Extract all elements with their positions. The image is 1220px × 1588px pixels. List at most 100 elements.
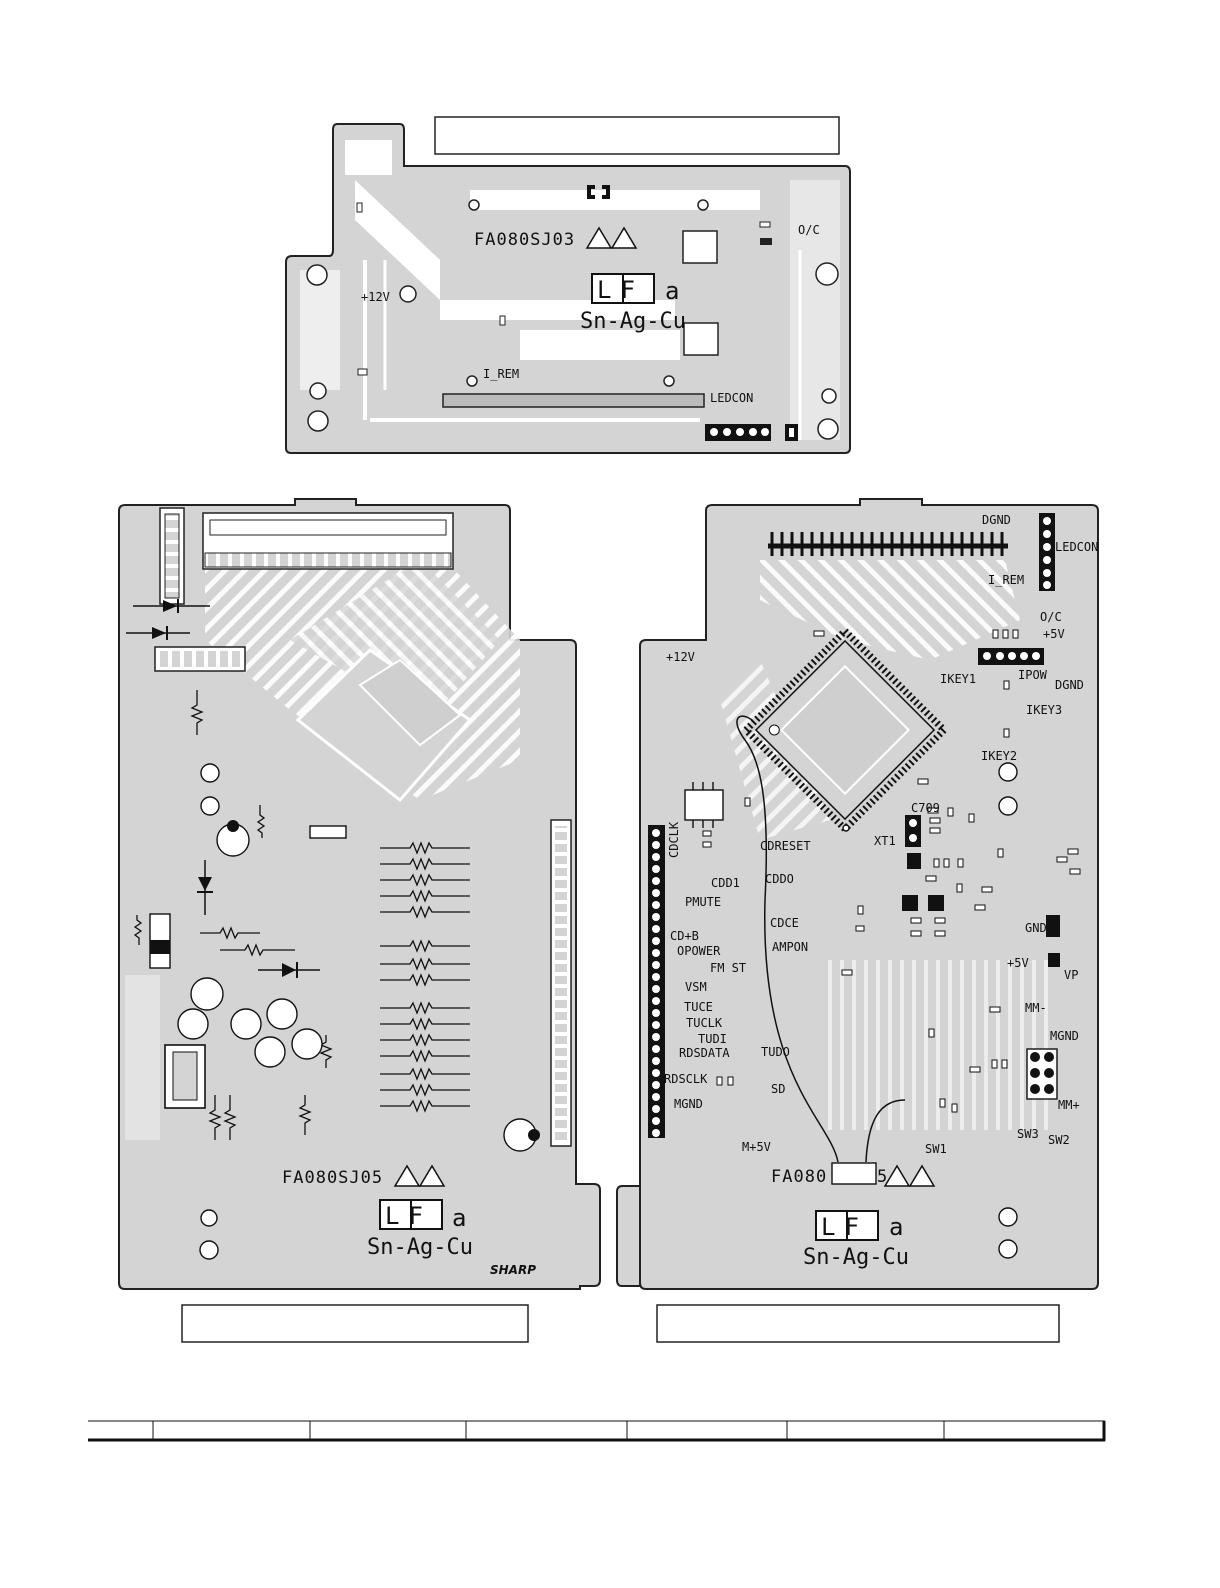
right-wire [736,715,839,1163]
diode-icon [126,599,320,978]
label-5v-2: +5V [1007,956,1029,970]
right-board: DGND LEDCON I_REM O/C +5V +12V IPOW IKEY… [616,498,1099,1290]
left-transistor-band [150,940,170,954]
top-hole [663,375,675,387]
warning-triangle-icon [393,1164,446,1187]
top-copper-f [300,270,340,390]
top-jumper-symbol [587,185,610,199]
left-top-connector-inner [209,519,447,536]
top-solder-note: Sn-Ag-Cu [580,309,686,334]
label-vp: VP [1064,968,1078,982]
label-rdsclk: RDSCLK [664,1072,708,1086]
lead-free-mark: LF a [591,273,679,305]
label-cdd1: CDD1 [711,876,740,890]
top-board: FA080SJ03 LF a Sn-Ag-Cu +12V O/C I_REM L… [285,123,851,454]
crystal-pad [909,834,917,842]
label-ikey2: IKEY2 [981,749,1017,763]
right-part-number-left: FA080 [771,1167,827,1187]
left-lf-suffix: a [452,1204,466,1232]
top-smd-part [499,315,506,326]
left-right-connector-pins [555,826,567,1140]
top-led-connector [705,424,798,441]
label-cddo: CDDO [765,872,794,886]
top-hole [815,262,839,286]
label-12v: +12V [666,650,695,664]
right-solder-note: Sn-Ag-Cu [803,1245,909,1270]
label-mm-plus: MM+ [1058,1098,1080,1112]
right-transistors [902,853,944,911]
lead-free-mark: LF a [379,1199,466,1232]
right-lf-mark: LF [821,1213,868,1241]
left-part-number: FA080SJ05 [282,1168,383,1188]
top-label-12v: +12V [361,290,390,304]
brand-logo: SHARP [490,1263,536,1277]
top-hole [697,199,709,211]
label-rdsdata: RDSDATA [679,1046,730,1060]
warning-triangle-icon [585,226,638,249]
right-trace-fan [760,560,1020,660]
top-copper-c [440,300,675,320]
label-oc: O/C [1040,610,1062,624]
top-lf-suffix: a [665,277,679,305]
label-pmute: PMUTE [685,895,721,909]
lead-free-mark: LF a [815,1210,903,1241]
label-xt1: XT1 [874,834,896,848]
bottom-ruler [88,1420,1106,1442]
top-smd-part [356,202,363,213]
top-copper-e [470,190,760,210]
top-smd-part [759,221,771,228]
label-sw1: SW1 [925,1142,947,1156]
top-square-pad [683,322,719,356]
top-label-ledcon: LEDCON [710,391,753,405]
crystal-pad [909,819,917,827]
left-top-connector-pins [204,552,452,568]
right-switch-body [831,1162,877,1185]
label-mgnd-2: MGND [1050,1029,1079,1043]
label-tudo: TUDO [761,1045,790,1059]
label-dgnd-2: DGND [1055,678,1084,692]
caption-box-left [181,1304,529,1343]
label-c709: C709 [911,801,940,815]
right-main-ic [741,626,949,834]
left-jumper [309,825,347,839]
right-ledcon-connector [1039,513,1055,591]
warning-triangle-icon [883,1164,936,1187]
label-cdb: CD+B [670,929,699,943]
capacitor-outlines [177,823,537,1152]
right-gnd-pad [1046,915,1060,937]
label-cdreset: CDRESET [760,839,811,853]
right-top-header [768,532,1008,556]
resistor-array [133,690,470,1140]
top-copper-a [345,140,392,175]
right-lf-suffix: a [889,1213,903,1241]
label-ampon: AMPON [772,940,808,954]
label-tudi: TUDI [698,1032,727,1046]
top-smd-part [357,368,368,376]
top-smd-part [760,238,772,245]
top-part-number: FA080SJ03 [474,230,575,250]
electrolytic-mark [528,1129,540,1141]
top-copper-d [520,330,680,360]
label-cdclk: CDCLK [667,821,681,858]
top-lf-mark: LF [597,276,644,304]
top-label-irem: I_REM [483,367,519,381]
label-sw3: SW3 [1017,1127,1039,1141]
label-mm-minus: MM- [1025,1001,1047,1015]
right-wire [865,1099,906,1163]
label-ipow: IPOW [1018,668,1048,682]
label-sw2: SW2 [1048,1133,1070,1147]
right-left-header [648,825,665,1138]
label-sd: SD [771,1082,785,1096]
top-hole [306,264,328,286]
top-connector-strip [442,393,705,408]
right-trace-lower [820,960,1050,1130]
label-ikey3: IKEY3 [1026,703,1062,717]
top-hole [817,418,839,440]
right-key-connector [978,648,1044,665]
left-ic [295,648,473,803]
label-ikey1: IKEY1 [940,672,976,686]
label-fmst: FM ST [710,961,746,975]
caption-box-top [434,116,840,155]
label-ledcon: LEDCON [1055,540,1098,554]
